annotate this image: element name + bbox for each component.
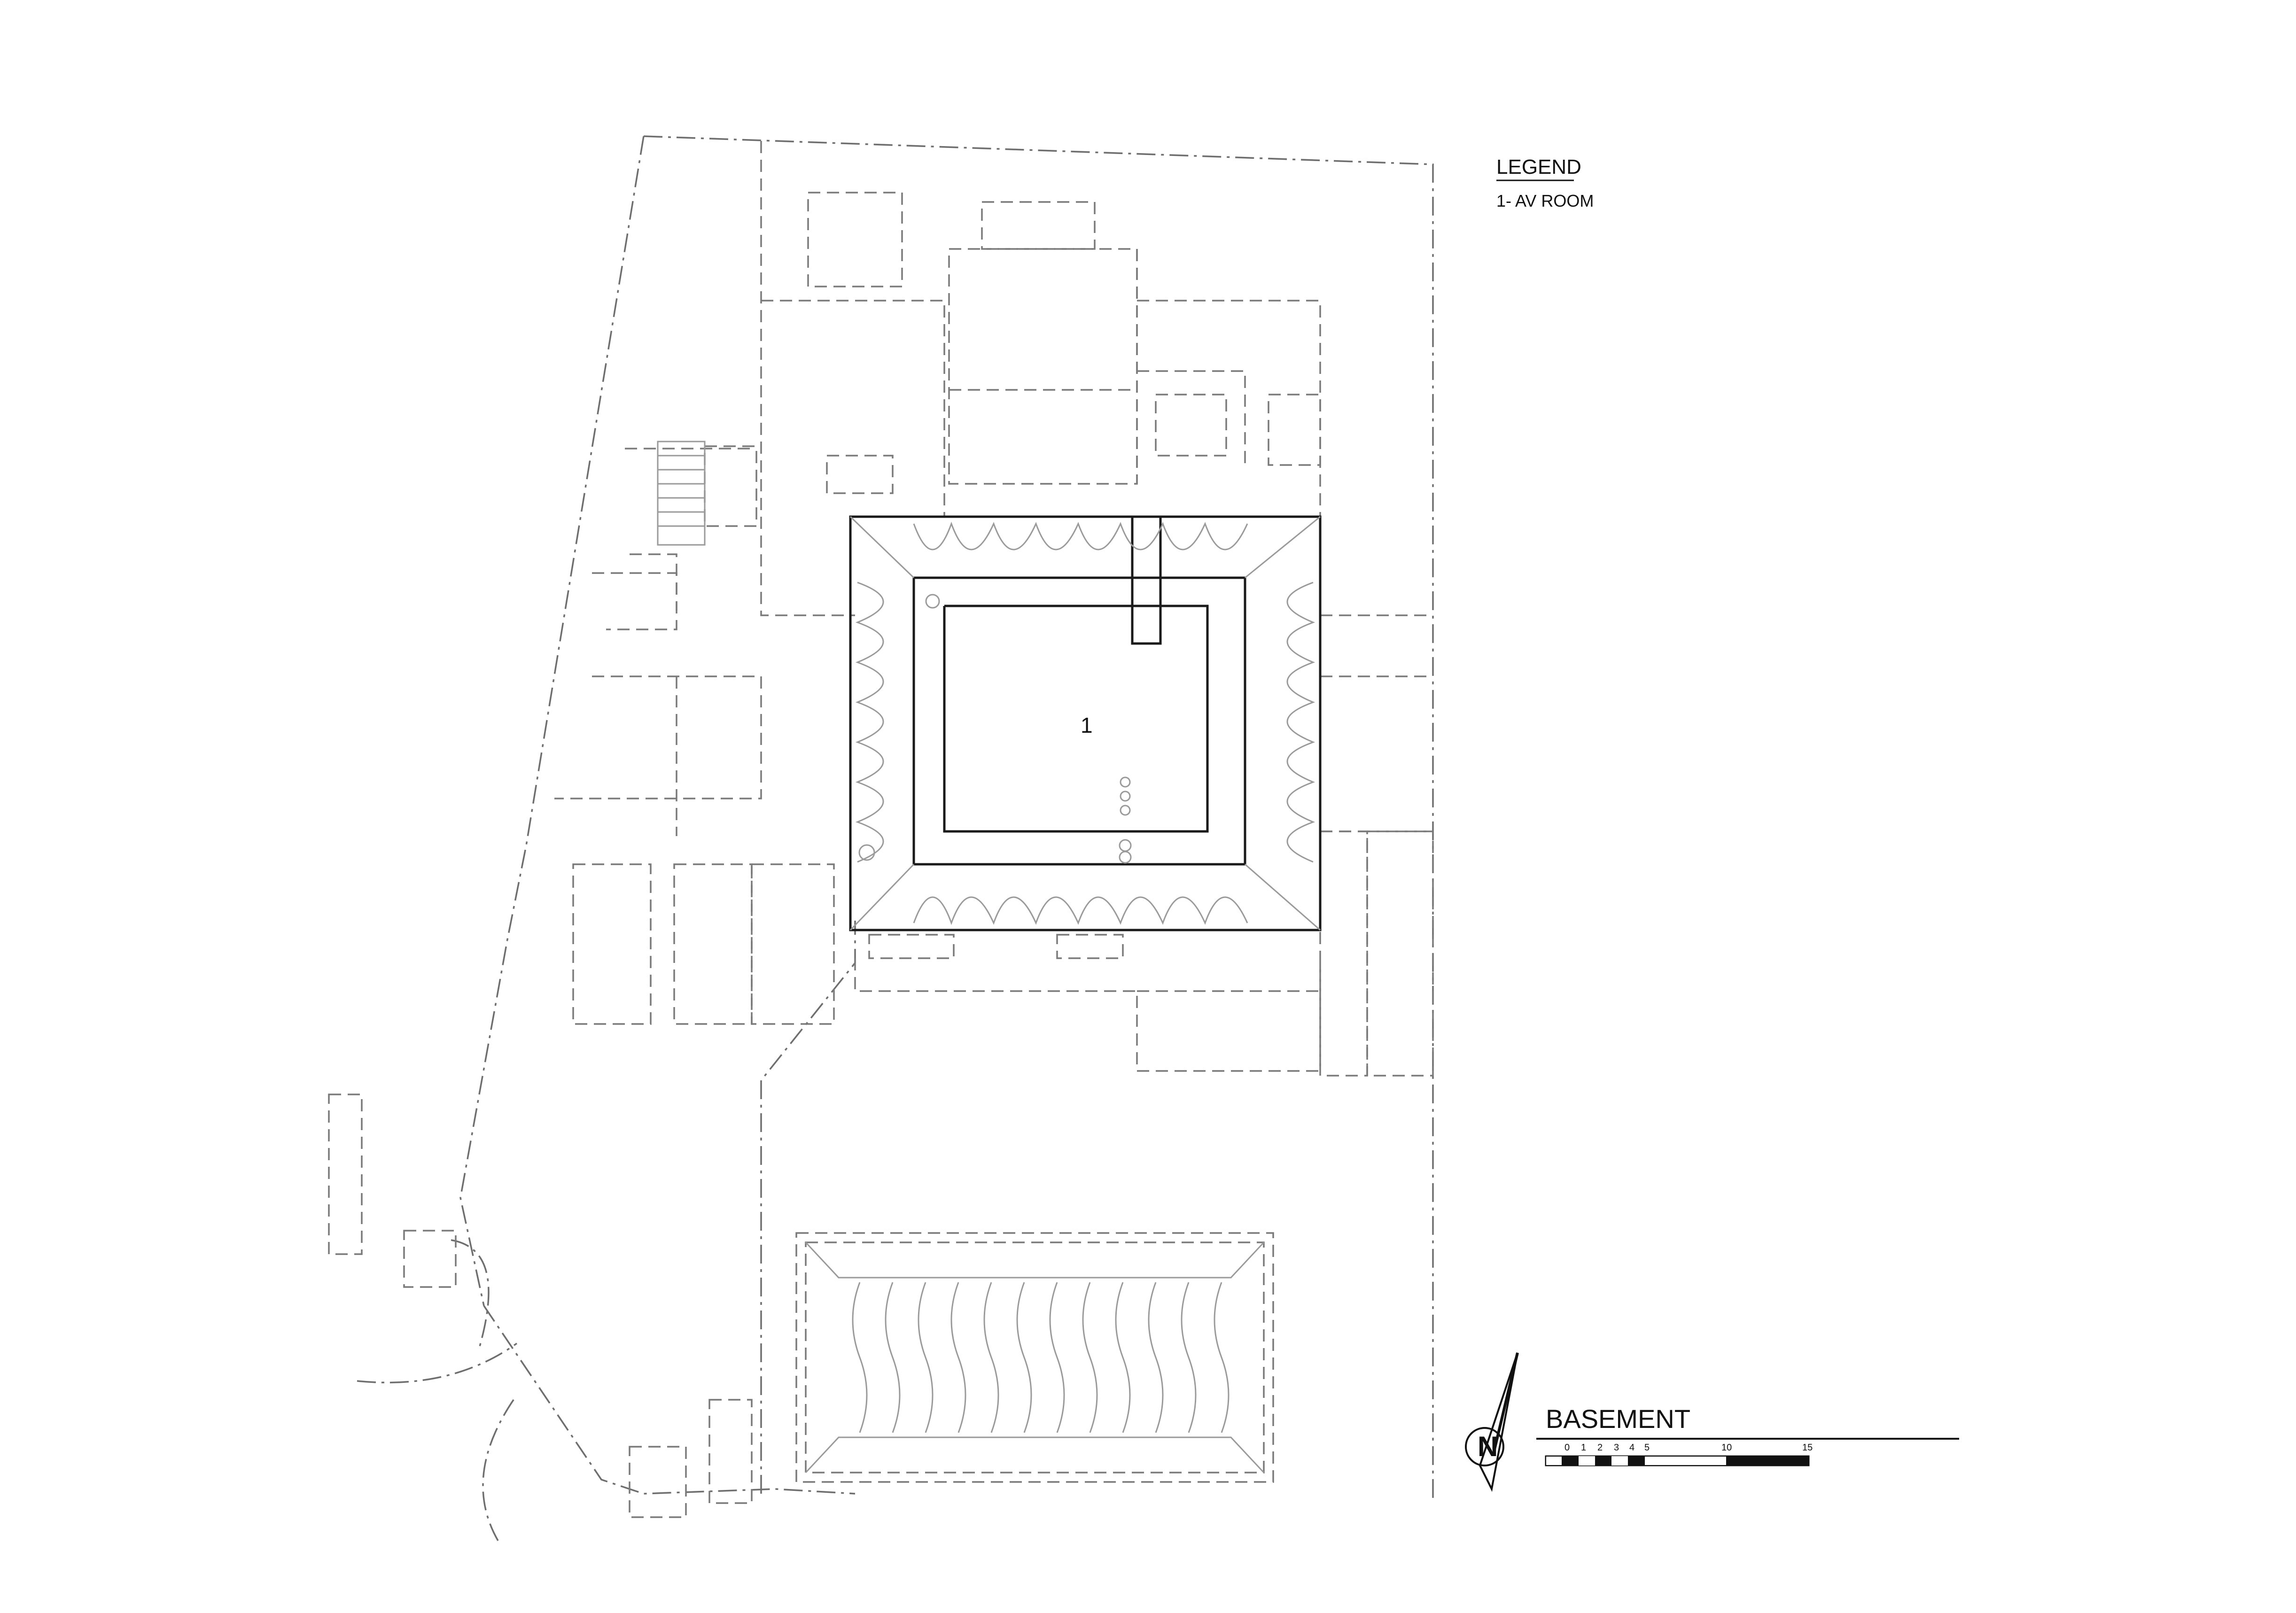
entrance-gates	[328, 1093, 753, 1541]
room-tag-av-room: 1	[1081, 713, 1093, 737]
scale-tick-15: 15	[1802, 1442, 1813, 1453]
vault-scallops-right	[1286, 582, 1315, 863]
scale-bar-ticks: 0 1 2 3 4 5 10 15	[1564, 1442, 1813, 1453]
scale-tick-1: 1	[1581, 1442, 1586, 1453]
vault-scallops-top	[913, 521, 1248, 551]
av-room	[849, 515, 1322, 931]
vault-scallops-left	[855, 582, 884, 863]
water-feature	[795, 1232, 1274, 1483]
vault-scallops-bottom	[913, 896, 1248, 925]
scale-tick-5: 5	[1644, 1442, 1650, 1453]
svg-text:N: N	[1478, 1431, 1498, 1462]
scale-tick-3: 3	[1614, 1442, 1619, 1453]
scale-tick-10: 10	[1721, 1442, 1732, 1453]
scale-tick-4: 4	[1629, 1442, 1634, 1453]
drawing-title: BASEMENT	[1546, 1404, 1690, 1434]
scale-tick-2: 2	[1597, 1442, 1603, 1453]
site-boundary	[459, 135, 1434, 1503]
legend-item-1: 1- AV ROOM	[1496, 191, 1594, 210]
north-arrow-icon: N	[1465, 1352, 1519, 1492]
scale-bar-icon	[1545, 1455, 1810, 1466]
stair	[657, 441, 706, 546]
legend: LEGEND 1- AV ROOM	[1496, 155, 1594, 210]
drawing-title-block: BASEMENT	[1536, 1404, 1959, 1440]
legend-heading: LEGEND	[1496, 155, 1581, 178]
upper-level-outlines	[554, 141, 1434, 1077]
av-room-fixtures	[858, 594, 1132, 864]
scale-tick-0: 0	[1564, 1442, 1570, 1453]
